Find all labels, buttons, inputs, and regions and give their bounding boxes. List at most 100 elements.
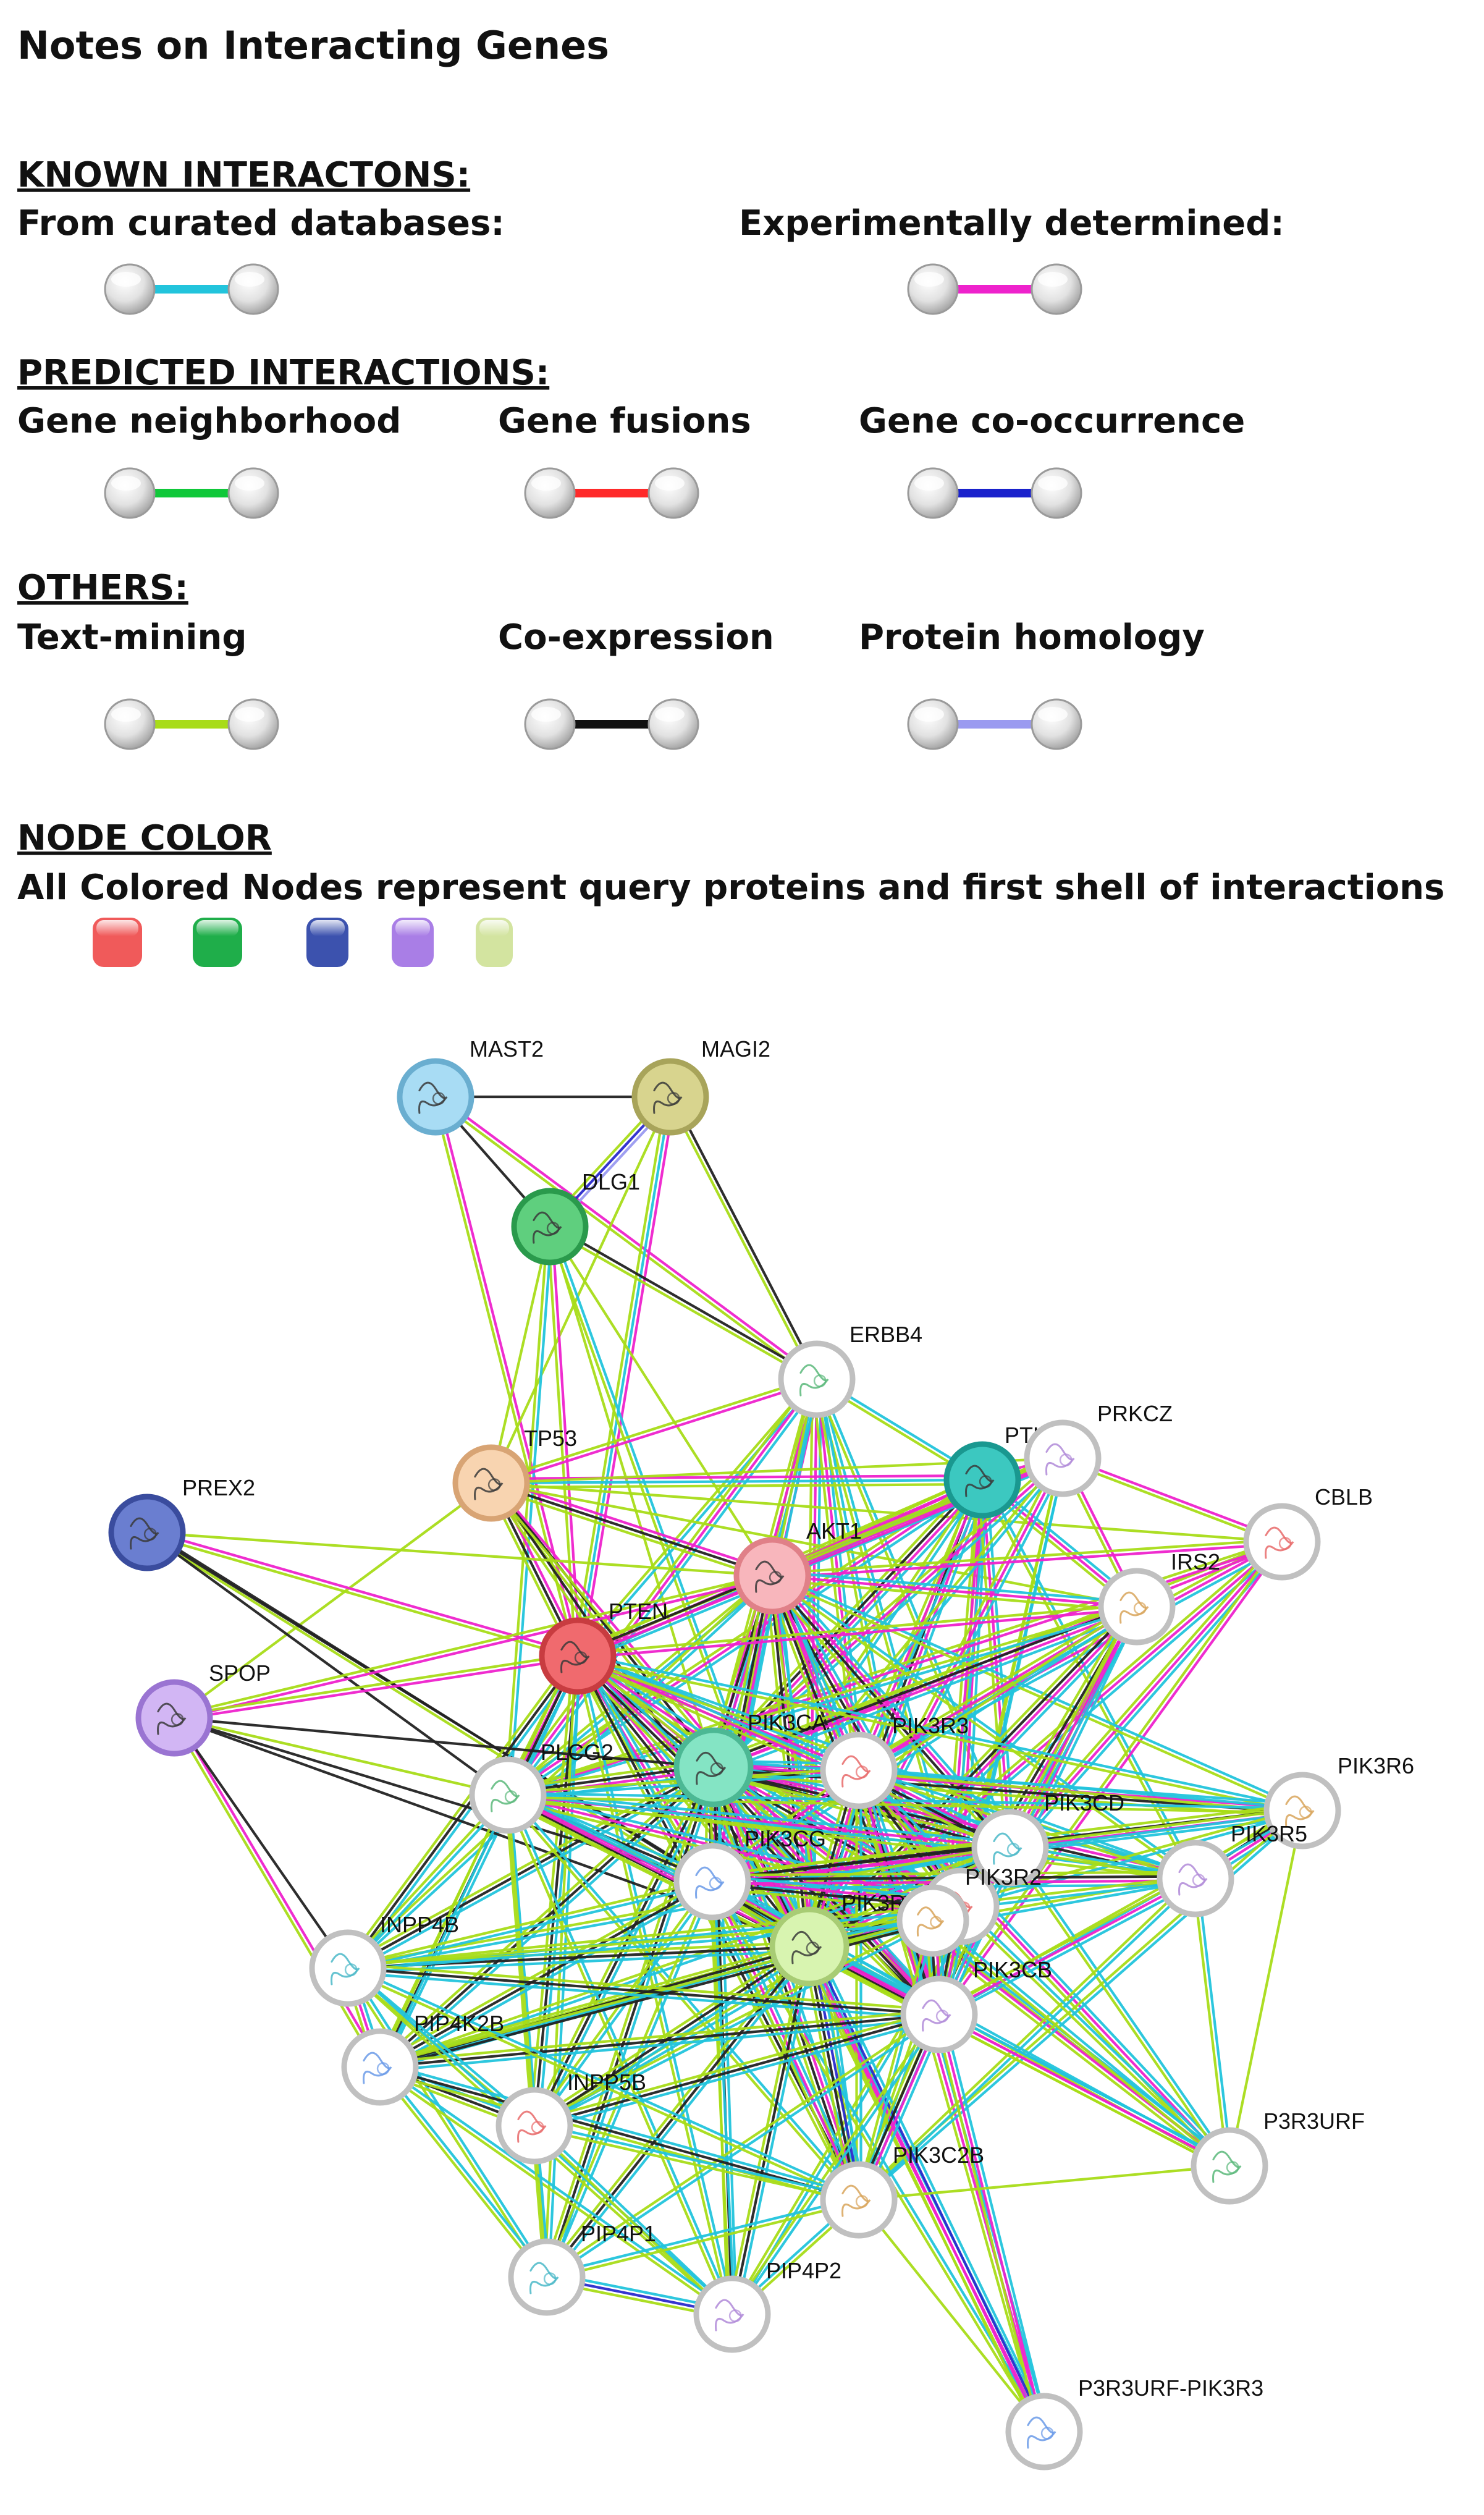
- protein-structure-icon: [855, 1765, 869, 1778]
- edge-PIK3R2-INPP4B: [347, 1903, 961, 1968]
- edge-PRKCZ-PIK3R1: [808, 1458, 1064, 1947]
- node-label: INPP4B: [380, 1912, 459, 1937]
- edge-PIK3CA-P3R3URF: [710, 1769, 1228, 2171]
- edge-TP53-CBLB: [491, 1481, 1283, 1544]
- edge-PIK3R1-PIK3C2B: [814, 1945, 867, 2199]
- node-irs2[interactable]: IRS2: [1098, 1549, 1220, 1646]
- node-pip4p1[interactable]: PIP4P1: [508, 2221, 656, 2316]
- protein-structure-icon: [728, 2309, 742, 2322]
- node-pik3r5[interactable]: PIK3R5: [1157, 1821, 1307, 1917]
- node-pip4p2[interactable]: PIP4P2: [693, 2258, 841, 2353]
- legend-ball-shine: [1038, 476, 1068, 491]
- node-prex2[interactable]: PREX2: [108, 1475, 255, 1571]
- legend-ball-shine: [531, 476, 561, 491]
- protein-structure-icon: [709, 1877, 722, 1890]
- node-inpp4b[interactable]: INPP4B: [309, 1912, 459, 2007]
- node-spop[interactable]: SPOP: [135, 1660, 271, 1757]
- node-pik3cg[interactable]: PIK3CG: [673, 1826, 826, 1921]
- node-inpp5b[interactable]: INPP5B: [495, 2069, 646, 2165]
- protein-structure-icon: [504, 1790, 518, 1803]
- edge-PIK3R6-PIK3CD: [1010, 1811, 1303, 1851]
- node-pten[interactable]: PTEN: [539, 1599, 668, 1695]
- node-pik3c2b[interactable]: PIK3C2B: [820, 2142, 984, 2239]
- node-tp53[interactable]: TP53: [452, 1426, 577, 1522]
- edge-PLCG2-PIK3C2B: [508, 1793, 862, 2200]
- edge-PIK3R2-P3R3URF: [961, 1903, 1232, 2165]
- node-pik3cd[interactable]: PIK3CD: [971, 1790, 1124, 1887]
- protein-structure-icon: [376, 2062, 390, 2075]
- edge-PIK3CB-INPP4B: [347, 1971, 939, 2021]
- node-pik3cb[interactable]: PIK3CB: [900, 1957, 1052, 2053]
- node-magi2[interactable]: MAGI2: [631, 1036, 770, 1136]
- node-circle: [673, 1843, 751, 1921]
- legend-ball: [1031, 467, 1082, 519]
- edge-PTEN-PIP4K2B: [382, 1657, 583, 2069]
- edge-PIK3CB-PIP4K2B: [380, 2017, 940, 2073]
- node-circle: [511, 1188, 589, 1266]
- node-dlg1[interactable]: DLG1: [511, 1169, 640, 1266]
- node-pik3r6[interactable]: PIK3R6: [1263, 1753, 1414, 1849]
- node-pik3ca[interactable]: PIK3CA: [673, 1710, 827, 1807]
- edge-PIK3CB-PIP4P2: [729, 2012, 938, 2314]
- node-label: ERBB4: [850, 1322, 922, 1347]
- node-pik3r3[interactable]: PIK3R3: [820, 1713, 969, 1809]
- protein-structure-icon: [930, 1916, 942, 1929]
- node-circle: [135, 1679, 213, 1757]
- protein-structure-icon: [935, 2010, 949, 2023]
- edge-INPP4B-PIP4P1: [345, 1968, 546, 2280]
- node-label: PIK3R6: [1338, 1753, 1414, 1778]
- node-pip4k2b[interactable]: PIP4K2B: [341, 2011, 504, 2106]
- protein-structure-icon: [916, 1906, 945, 1937]
- legend-ball-shine: [111, 707, 141, 722]
- node-p3r3urf-pik3r3[interactable]: P3R3URF-PIK3R3: [1005, 2375, 1263, 2471]
- edge-PTK2-PIK3CG: [709, 1477, 982, 1882]
- legend-ball-shine: [235, 476, 264, 491]
- edge-DLG1-PLCG2: [508, 1227, 554, 1796]
- node-p3r3urf[interactable]: P3R3URF: [1191, 2108, 1365, 2205]
- node-pik3r1[interactable]: PIK3R: [769, 1890, 906, 1987]
- edge-AKT1-INPP4B: [345, 1573, 772, 1968]
- edge-PIK3CB-INPP5B: [534, 2013, 940, 2128]
- edge-IRS2-PLCG2: [508, 1607, 1138, 1799]
- node-cblb[interactable]: CBLB: [1243, 1484, 1373, 1581]
- edge-PIK3R1-PIK3C2B: [801, 1947, 854, 2202]
- protein-structure-icon: [543, 2272, 557, 2285]
- known-heading: KNOWN INTERACTONS:: [17, 155, 470, 195]
- protein-structure-icon: [1006, 1843, 1020, 1856]
- protein-structure-icon: [474, 1468, 504, 1500]
- edge-PIP4P1-PIK3C2B: [547, 2200, 860, 2281]
- edge-PTEN-SPOP: [174, 1652, 578, 1717]
- node-prkcz[interactable]: PRKCZ: [1024, 1401, 1173, 1497]
- node-label: PIK3CD: [1044, 1790, 1124, 1815]
- edge-PIK3R5-P3R3URF: [1192, 1879, 1229, 2166]
- edge-DLG1-PTEN: [546, 1227, 577, 1657]
- node-mast2[interactable]: MAST2: [397, 1036, 544, 1136]
- node-akt1[interactable]: AKT1: [733, 1518, 862, 1615]
- edge-PIK3R5-PIK3CB: [940, 1881, 1199, 2020]
- edge-PIK3CB-P3R3URF-PIK3R3: [934, 2015, 1042, 2433]
- protein-structure-icon: [841, 2184, 871, 2217]
- legend-ball-shine: [531, 707, 561, 722]
- edge-MAGI2-TP53: [490, 1096, 672, 1484]
- node-pik3r4[interactable]: [896, 1884, 969, 1957]
- protein-structure-icon: [171, 1713, 184, 1726]
- node-circle: [539, 1617, 617, 1695]
- edge-PIK3R1-P3R3URF-PIK3R3: [802, 1948, 1040, 2435]
- node-plcg2[interactable]: PLCG2: [469, 1739, 613, 1834]
- edge-PIK3CB-PIP4K2B: [379, 2013, 940, 2069]
- legend-label-homology: Protein homology: [859, 617, 1205, 657]
- edge-PIP4K2B-PIK3C2B: [381, 2061, 861, 2197]
- legend-ball: [104, 263, 156, 315]
- node-circle: [896, 1884, 969, 1957]
- node-color-swatch-shine: [310, 920, 345, 936]
- edge-SPOP-PIP4K2B: [175, 1716, 383, 2067]
- node-ptk2[interactable]: PTK: [943, 1422, 1048, 1519]
- edge-DLG1-ERBB4: [550, 1224, 819, 1379]
- edge-PIK3CA-INPP4B: [349, 1770, 717, 1973]
- edge-PIK3R6-P3R3URF: [1228, 1810, 1304, 2166]
- node-erbb4[interactable]: ERBB4: [778, 1322, 922, 1418]
- legend-label-coexpression: Co-expression: [498, 617, 774, 657]
- edge-CBLB-AKT1: [772, 1538, 1282, 1575]
- legend-ball-shine: [914, 476, 944, 491]
- edge-PIP4K2B-PIK3C2B: [379, 2065, 859, 2202]
